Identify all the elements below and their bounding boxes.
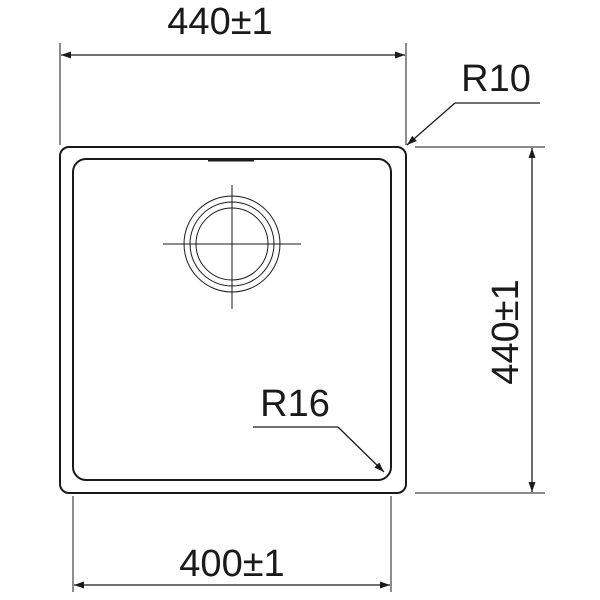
drain [163,185,301,309]
r10-leader-arrow [406,102,456,146]
bottom-dimension: 400±1 [72,496,392,592]
inner-width-label: 400±1 [179,543,284,585]
sink-outline [59,146,407,494]
r16-leader-arrow [337,426,385,473]
right-dimension: 440±1 [415,146,545,494]
top-dimension: 440±1 [59,1,407,145]
outer-width-label: 440±1 [167,1,272,43]
outer-radius-callout: R10 [406,58,540,146]
outer-bowl-rim [59,146,407,494]
outer-radius-label: R10 [461,58,531,100]
outer-height-label: 440±1 [485,279,527,384]
inner-radius-callout: R16 [253,383,385,473]
inner-radius-label: R16 [260,383,330,425]
